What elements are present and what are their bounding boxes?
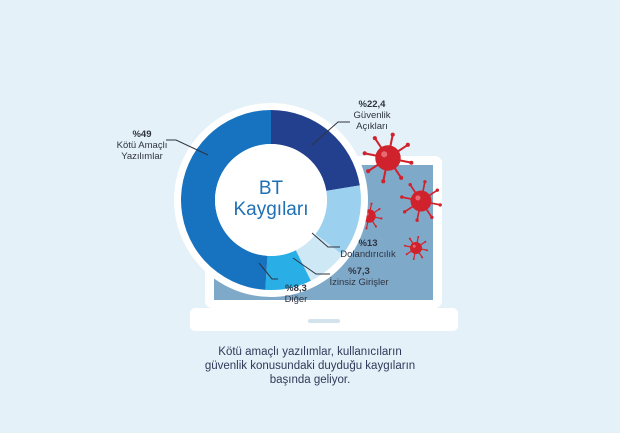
donut-slice-other (265, 250, 311, 290)
data-label-fraud-value: %13 (358, 238, 378, 249)
caption: Kötü amaçlı yazılımlar, kullanıcıların g… (150, 345, 470, 387)
caption-line-3: başında geliyor. (269, 374, 351, 386)
data-label-fraud: %13 Dolandırıcılık (328, 238, 408, 260)
virus-bug-icon-2 (400, 180, 442, 222)
data-label-security-line-1: Güvenlik (353, 110, 391, 121)
leader-line-other (258, 262, 278, 280)
caption-line-2: güvenlik konusundaki duyduğu kaygıların (204, 360, 416, 372)
data-label-security-line-2: Açıkları (356, 121, 388, 132)
data-label-malware-line-2: Yazılımlar (121, 151, 163, 162)
data-label-malware-line-1: Kötü Amaçlı (116, 140, 168, 151)
data-label-security-value: %22,4 (358, 99, 386, 110)
donut-slice-malware (180, 110, 271, 290)
data-label-malware: %49 Kötü Amaçlı Yazılımlar (104, 129, 180, 162)
data-label-intrusion: %7,3 İzinsiz Girişler (314, 266, 404, 288)
data-label-other: %8,3 Diğer (276, 283, 316, 305)
leader-line-fraud (311, 232, 340, 248)
leader-line-intrusion (292, 257, 330, 275)
chart-title: BT Kaygıları (221, 178, 321, 220)
data-label-security: %22,4 Güvenlik Açıkları (342, 99, 402, 132)
donut-slice-intrusion (295, 234, 343, 281)
laptop-trackpad-notch (308, 319, 340, 323)
data-label-other-line-1: Diğer (284, 294, 308, 305)
caption-line-1: Kötü amaçlı yazılımlar, kullanıcıların (218, 346, 402, 358)
data-label-intrusion-line-1: İzinsiz Girişler (329, 277, 389, 288)
data-label-malware-value: %49 (132, 129, 152, 140)
virus-bug-icon (355, 132, 442, 260)
data-label-intrusion-value: %7,3 (348, 266, 370, 277)
donut-slice-fraud (315, 185, 361, 255)
data-label-fraud-line-1: Dolandırıcılık (340, 249, 396, 260)
virus-bug-icon-4 (404, 236, 428, 260)
chart-title-line-2: Kaygıları (233, 199, 309, 220)
data-label-other-value: %8,3 (285, 283, 307, 294)
donut-center (215, 144, 327, 256)
donut-chart (180, 110, 361, 290)
chart-title-line-1: BT (258, 178, 284, 199)
virus-bug-icon-1 (362, 132, 414, 184)
donut-slice-security (271, 110, 360, 191)
leader-line-security (311, 121, 350, 146)
leader-line-malware (166, 139, 209, 156)
